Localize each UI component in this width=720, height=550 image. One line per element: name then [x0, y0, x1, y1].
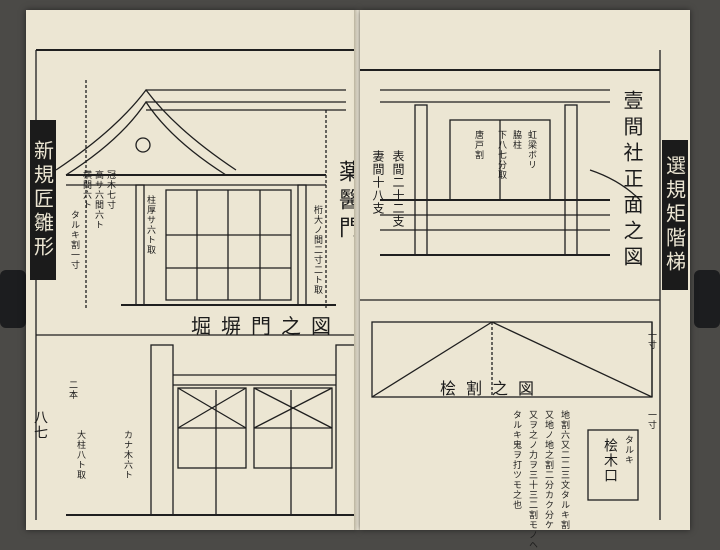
span-2: 妻間十八支 [371, 150, 385, 215]
box-sublabel: タルキ [623, 435, 633, 465]
section-title-lower: 桧割之図 [440, 379, 545, 398]
book-gutter [354, 10, 362, 530]
instruction-1: 地割六又二二三文タルキ割 [559, 410, 569, 530]
right-note-1: 虹梁ボリ [526, 130, 536, 170]
side-label: 二本 [67, 380, 77, 400]
instruction-4: タルキ鬼ヲ打ツモ之也 [511, 410, 521, 510]
right-note-3: 下八七分取 [496, 130, 506, 180]
left-note-1: 高サ六間六ト [93, 170, 103, 230]
right-note-4: 唐戸割 [473, 130, 483, 160]
right-spine-title: 選規矩階梯 [662, 140, 688, 290]
left-page: 新規匠雛形 八七 堀塀門之図 薬醫門 桁大ノ間二寸二ト取 柱厚サ六ト取 大柱八ト… [26, 10, 360, 530]
section-title-left: 堀塀門之図 [191, 314, 341, 338]
span-1: 表間二十二支 [391, 150, 405, 228]
box-label: 桧木口 [602, 438, 618, 483]
left-note-3: 横間六ト [81, 170, 91, 210]
right-note-2: 脇柱 [511, 130, 521, 150]
left-spine-title: 新規匠雛形 [30, 120, 56, 280]
note-2: 柱厚サ六ト取 [145, 195, 155, 255]
right-side-note: 一寸 [646, 330, 656, 350]
binding-clip-right [694, 270, 720, 328]
left-note-2: 冠木七寸 [105, 170, 115, 210]
left-note-4: タルキ割一寸 [69, 210, 79, 270]
page-number: 八七 [32, 410, 48, 440]
box-note: 一寸 [646, 410, 656, 430]
left-page-drawing [35, 49, 357, 520]
section-title-right: 壹間社正面之図 [620, 90, 644, 272]
note-1: 桁大ノ間二寸二ト取 [312, 205, 322, 295]
instruction-3: 又ヲ之ノ力ヲ三十三二割モノヘ [527, 410, 537, 550]
note-4: カナ木六ト [122, 430, 132, 480]
binding-clip-left [0, 270, 26, 328]
note-3: 大柱八ト取 [75, 430, 85, 480]
right-page: 壹間社正面之図 選規矩階梯 桧割之図 桧木口 タルキ 一寸 表間二十二支 妻間十… [360, 10, 690, 550]
right-page-drawing [360, 50, 661, 520]
instruction-2: 又地ノ地之割二分カク分ケ [543, 410, 553, 530]
